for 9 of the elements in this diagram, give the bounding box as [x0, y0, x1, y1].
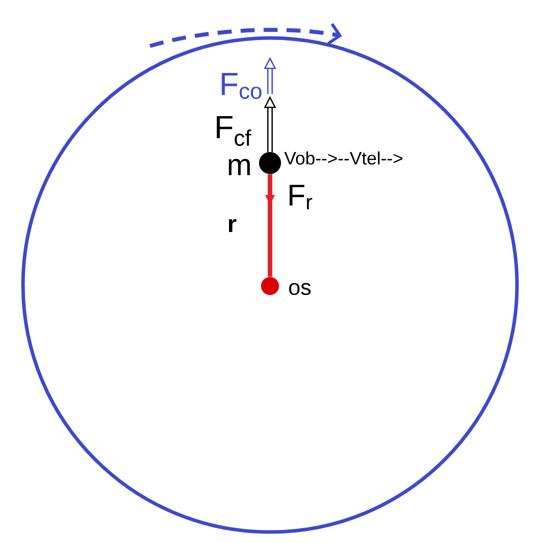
point-dot [259, 152, 281, 174]
velocity-label: Vob-->--Vtel--> [284, 151, 402, 165]
point-label: m [228, 158, 250, 176]
edge-label: r [228, 219, 236, 232]
point-label: os [289, 282, 311, 296]
point-dot [261, 277, 279, 295]
force-label: F$_{co}$ [222, 73, 262, 99]
force-label: F$_{cf}$ [216, 116, 252, 146]
force-label: F$_{r}$ [290, 184, 312, 210]
